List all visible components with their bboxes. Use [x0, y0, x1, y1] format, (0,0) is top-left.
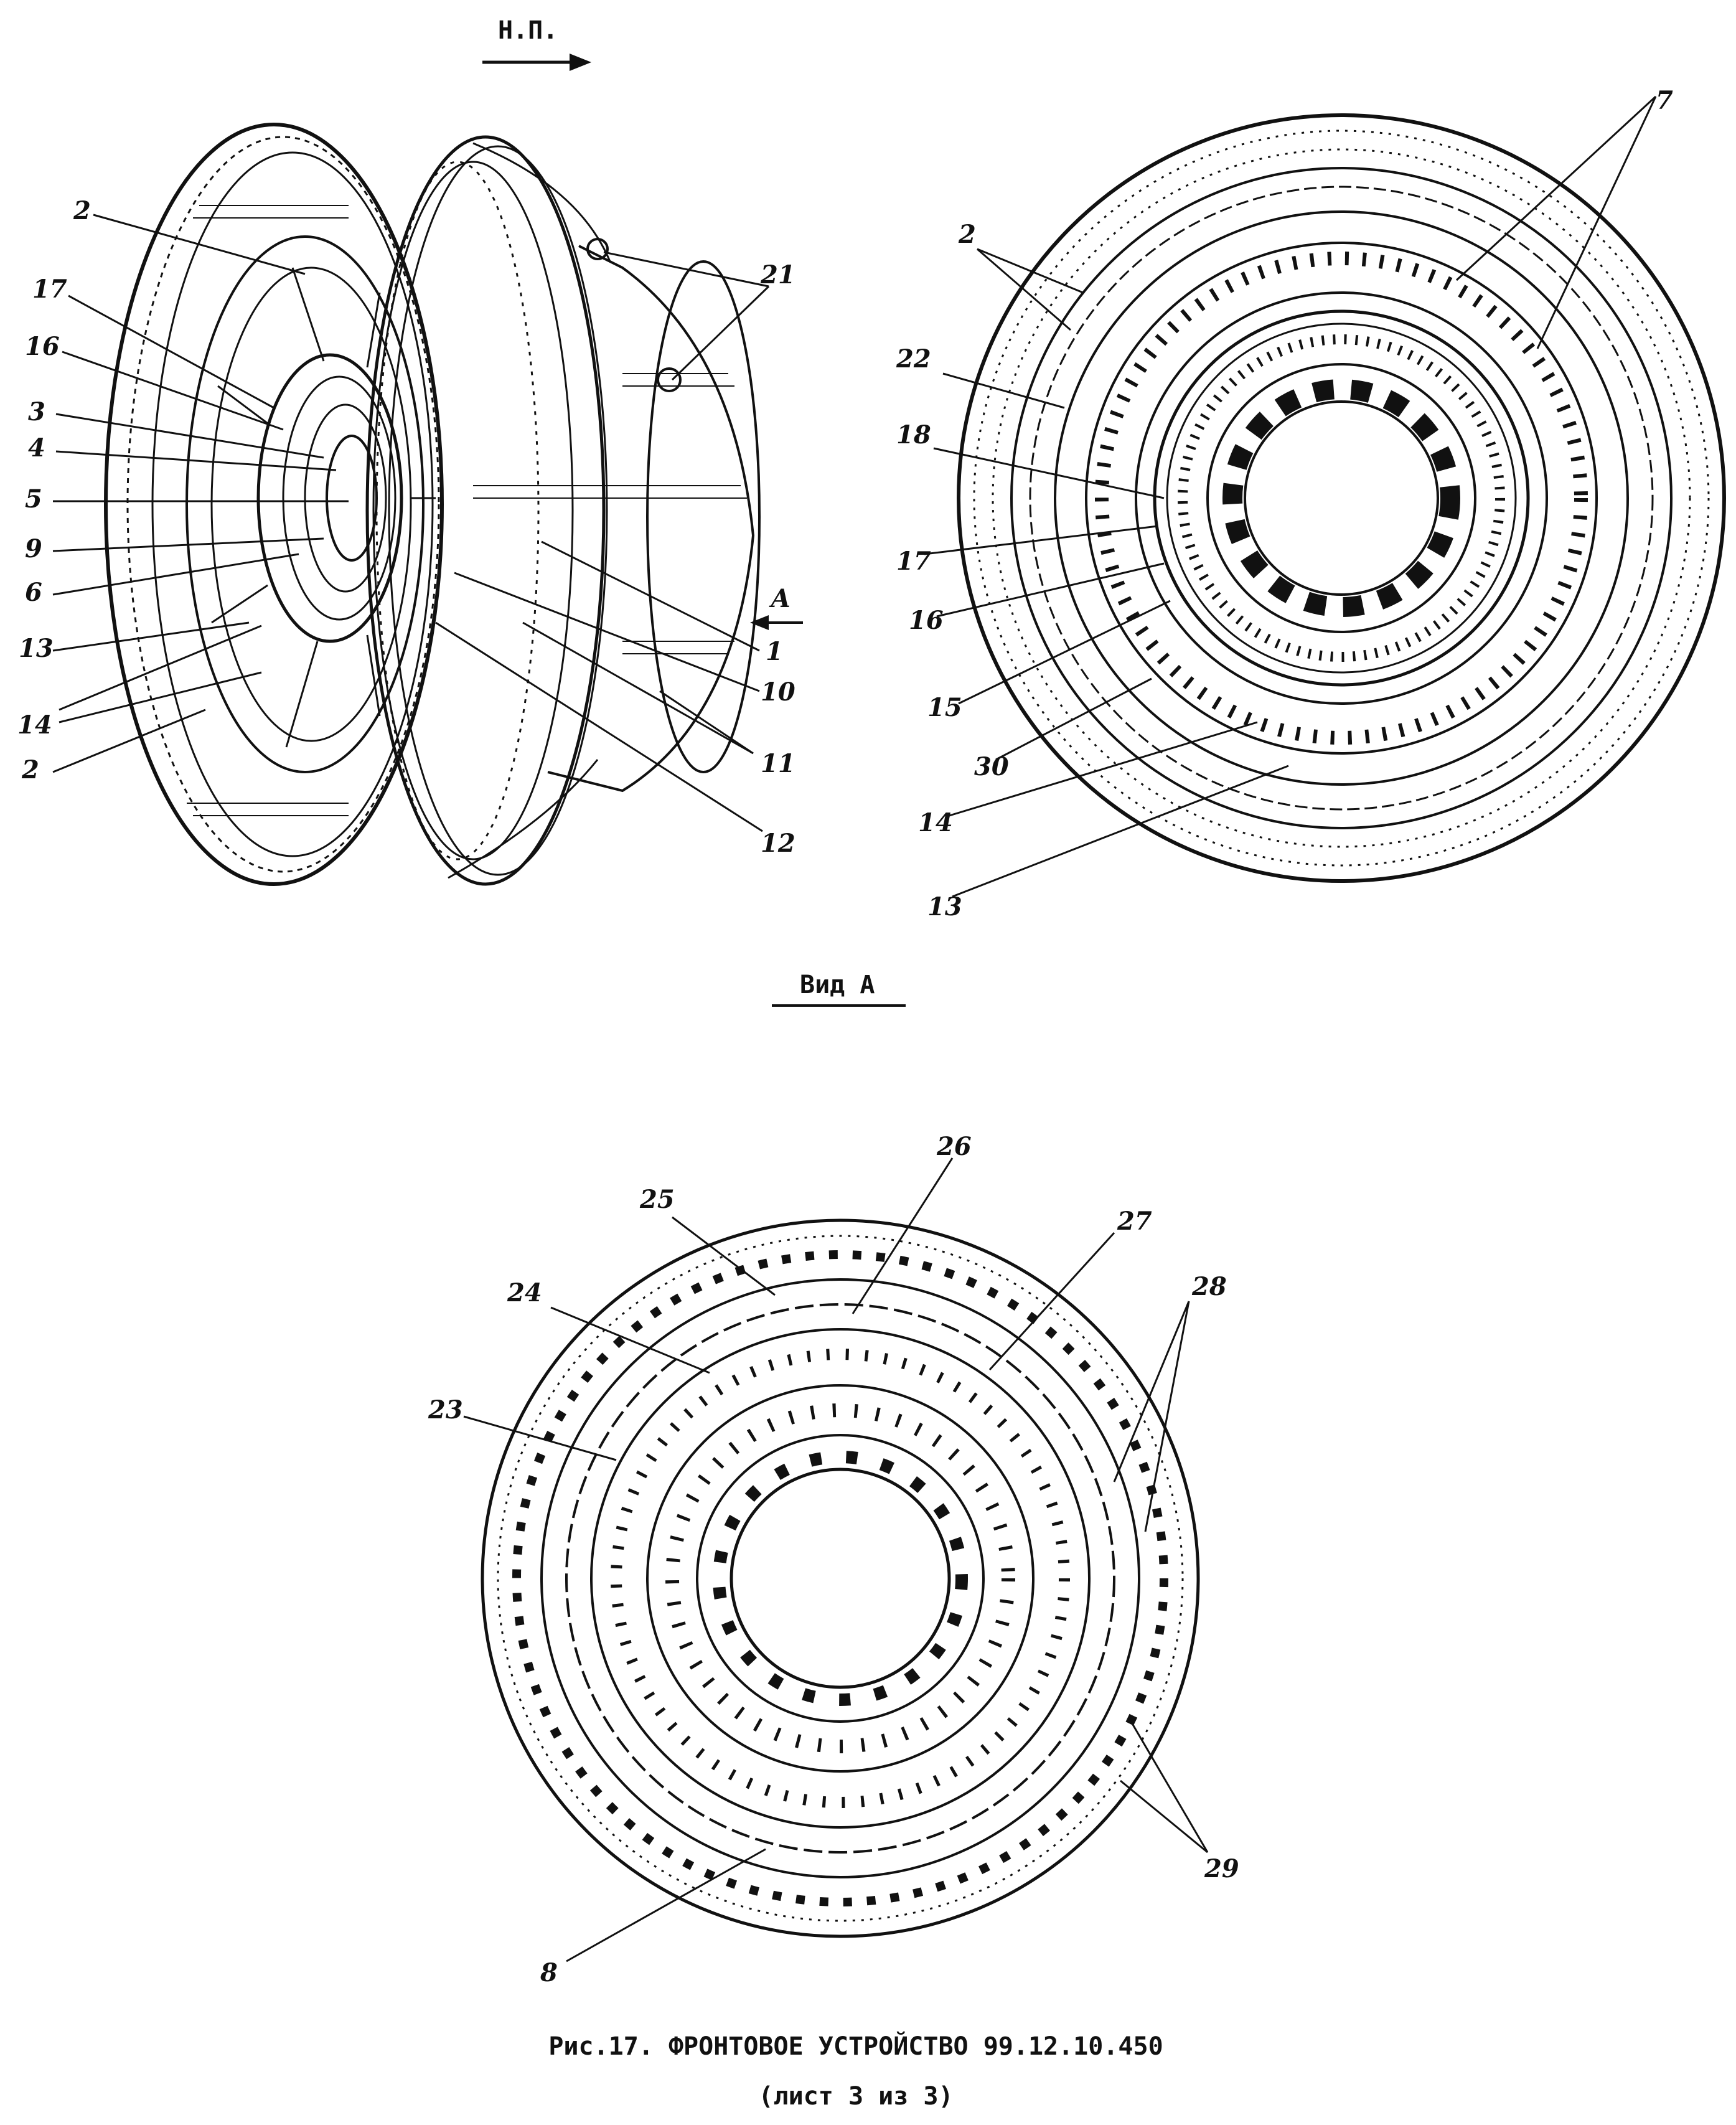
label: 13 — [19, 634, 54, 663]
label: 11 — [761, 749, 795, 778]
label: 17 — [32, 275, 67, 304]
label: 3 — [28, 397, 45, 426]
label: 30 — [974, 752, 1009, 781]
label: 17 — [896, 547, 931, 576]
label: 22 — [896, 344, 931, 374]
caption-title: Рис.17. ФРОНТОВОЕ УСТРОЙСТВО 99.12.10.45… — [548, 2031, 1163, 2061]
label: 23 — [428, 1395, 463, 1425]
fig1-labels: 2 17 16 3 4 5 9 6 13 14 2 21 1 10 11 12 — [17, 196, 795, 858]
flow-label: Н.П. — [498, 16, 558, 45]
central-opening — [1244, 400, 1439, 596]
label: 14 — [918, 808, 953, 837]
rear-casing — [547, 245, 755, 793]
caption-sheet: (лист 3 из 3) — [758, 2082, 953, 2111]
rear-flange — [646, 260, 761, 773]
fig3-leaders — [463, 1157, 1209, 1962]
rear-outer-ring — [481, 1218, 1200, 1938]
label: 14 — [17, 710, 52, 740]
swirler-outer — [256, 353, 403, 643]
label: 2 — [958, 220, 976, 249]
middle-ring-inner — [388, 145, 608, 876]
flow-arrow-head — [570, 54, 591, 71]
fig2-leaders — [924, 95, 1657, 898]
rear-central-opening — [730, 1468, 951, 1689]
vane-ring — [1095, 252, 1588, 745]
swirler-core — [326, 435, 378, 562]
label: 1 — [766, 637, 783, 666]
label: 28 — [1191, 1272, 1227, 1301]
middle-ring-outer — [365, 135, 606, 886]
label: 15 — [927, 693, 962, 722]
label: 2 — [73, 196, 91, 225]
vane-ring-outer — [1085, 242, 1598, 755]
label: 27 — [1117, 1207, 1152, 1236]
fig2-labels: 7 2 22 18 17 16 15 30 14 13 — [896, 86, 1673, 921]
view-a-caption: Вид А — [772, 971, 906, 1007]
figure-rear-view: 26 25 27 24 28 23 29 8 — [428, 1132, 1239, 1987]
rear-blade-ring — [611, 1349, 1070, 1808]
fig1-leaders — [52, 214, 770, 832]
label: 29 — [1204, 1854, 1239, 1883]
label: 13 — [927, 892, 962, 921]
label: 2 — [21, 755, 39, 785]
fig3-labels: 26 25 27 24 28 23 29 8 — [428, 1132, 1239, 1987]
splined-hub — [1222, 379, 1460, 617]
label: 26 — [936, 1132, 972, 1161]
label: 10 — [761, 677, 795, 707]
label: 7 — [1656, 86, 1673, 115]
inner-chamber-ring — [185, 235, 425, 773]
label: 8 — [540, 1958, 558, 1987]
flow-direction: Н.П. — [482, 16, 591, 71]
label: 5 — [25, 484, 42, 514]
view-a-label: Вид А — [800, 971, 875, 999]
inner-ring — [1153, 309, 1530, 687]
figure-caption: Рис.17. ФРОНТОВОЕ УСТРОЙСТВО 99.12.10.45… — [548, 2031, 1163, 2111]
front-outer-ring — [104, 123, 444, 886]
figure-view-a: 7 2 22 18 17 16 15 30 14 13 — [896, 86, 1726, 921]
view-a-marker: А — [769, 584, 791, 613]
rear-bolt-ring — [512, 1250, 1168, 1906]
label: 4 — [28, 433, 45, 463]
figure-perspective-view: А 2 17 16 3 4 5 9 6 13 14 2 21 1 10 11 1… — [17, 123, 803, 886]
label: 16 — [25, 332, 60, 361]
label: 12 — [761, 829, 795, 858]
front-perforation — [126, 136, 440, 873]
struts — [211, 267, 436, 748]
outer-casing — [957, 113, 1726, 883]
label: 6 — [25, 578, 42, 607]
label: 18 — [896, 420, 931, 450]
label: 16 — [909, 606, 944, 635]
label: 24 — [507, 1278, 542, 1308]
corrugated-ring — [1029, 186, 1654, 811]
label: 25 — [639, 1185, 675, 1214]
label: 9 — [25, 534, 42, 563]
label: 21 — [760, 260, 795, 290]
